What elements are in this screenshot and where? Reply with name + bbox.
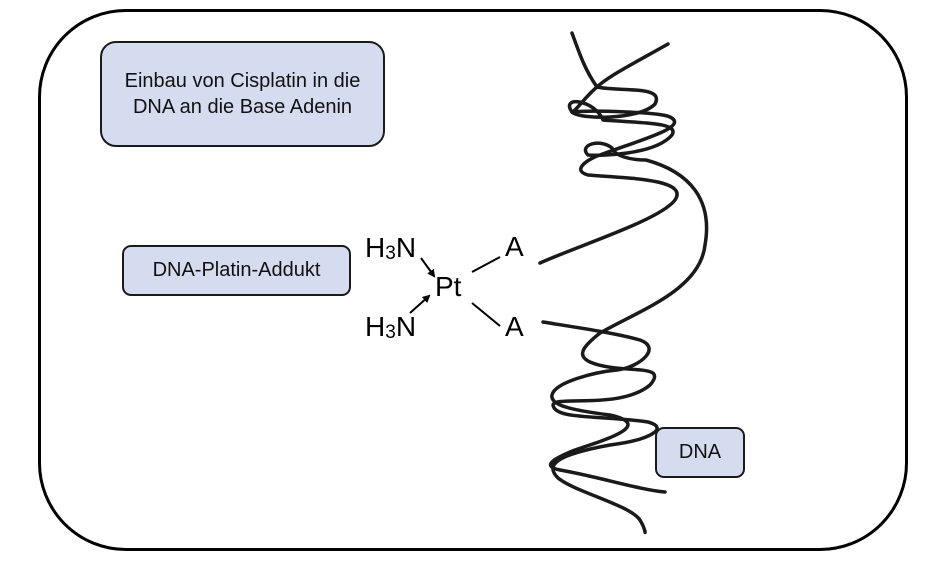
adduct-label-box: DNA-Platin-Addukt [122,245,351,296]
title-box: Einbau von Cisplatin in die DNA an die B… [100,41,385,147]
title-label: Einbau von Cisplatin in die DNA an die B… [124,70,361,118]
ligand-top-nh3: H3N [365,232,417,264]
adenine-top: A [505,231,524,262]
dna-strand-middle [538,109,679,265]
dna-helix [538,31,709,535]
bond-pt-a-bottom [471,302,501,327]
dna-strand-upper-left [551,31,709,535]
coordination-arrow-top [420,257,436,278]
platinum-atom: Pt [435,271,462,302]
bond-pt-a-top [471,256,501,273]
dna-label: DNA [678,441,722,463]
dna-strand-upper-right [570,42,670,114]
adduct-label: DNA-Platin-Addukt [152,259,321,281]
coordination-arrow-bottom [409,294,431,314]
outer-frame [38,9,908,551]
dna-label-box: DNA [655,427,745,478]
ligand-bottom-nh3: H3N [365,311,417,343]
dna-strand-lower [541,320,667,494]
adenine-bottom: A [505,311,524,342]
